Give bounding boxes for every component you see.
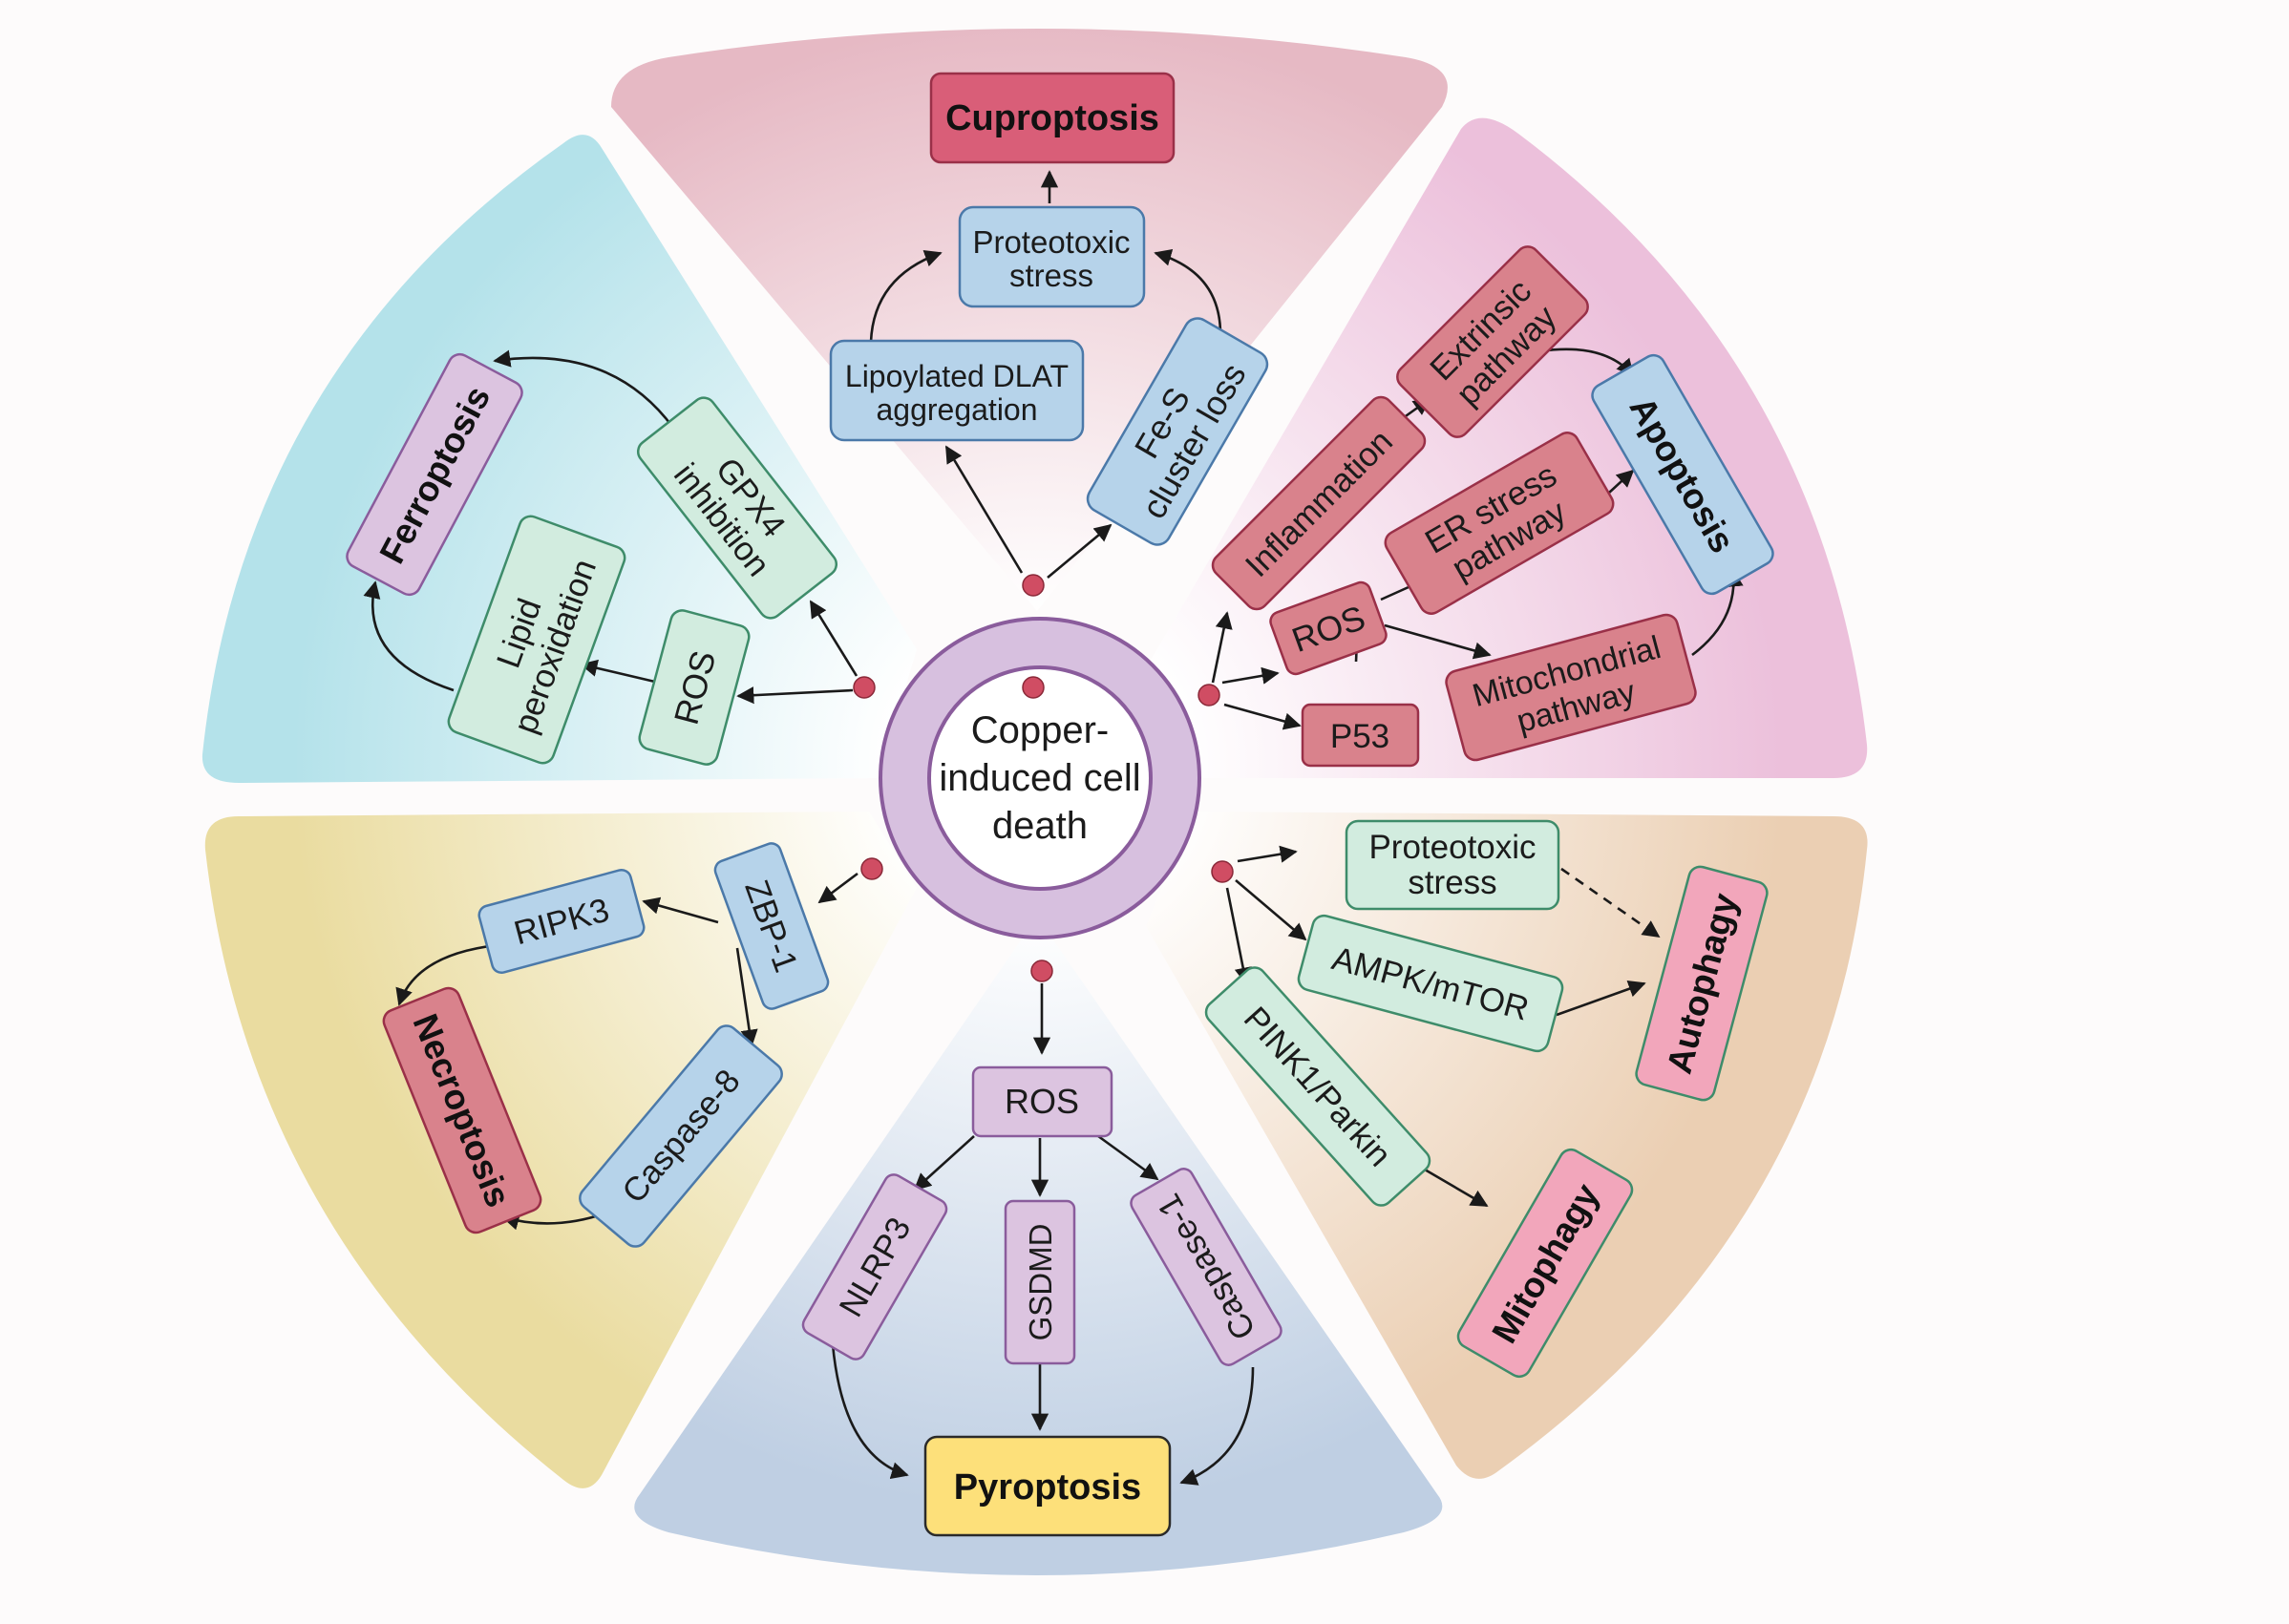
nodes: Cuproptosis Proteotoxic stress Lipoylate… [346,72,1774,1537]
cuproptosis-dlat-line-1: Lipoylated DLAT [845,359,1069,393]
ferroptosis-lipid-box: Lipid peroxidation [447,515,626,765]
center-node: Copper- induced cell death [879,617,1201,939]
apoptosis-ros-box: ROS [1269,580,1388,676]
apoptosis-mito-box: Mitochondrial pathway [1445,613,1697,762]
sector-ferroptosis [201,135,917,784]
cuproptosis-outcome-label: Cuproptosis [945,98,1159,138]
center-label-3: death [992,805,1088,847]
ferroptosis-ros-box: ROS [638,609,751,766]
dot-cuproptosis [1022,574,1045,597]
pyroptosis-gsdmd-label: GSDMD [1023,1224,1058,1341]
pyroptosis-outcome-label: Pyroptosis [954,1467,1141,1508]
center-label-2: induced cell [939,757,1140,799]
autophagy-proteotoxic-line-2: stress [1408,864,1496,901]
cuproptosis-proteotoxic-line-2: stress [1009,258,1093,293]
autophagy-ampk-box: AMPK/mTOR [1297,914,1564,1053]
cuproptosis-outcome-box: Cuproptosis [929,72,1176,164]
cuproptosis-proteotoxic-line-1: Proteotoxic [972,224,1130,260]
branch-dots [853,574,1234,982]
dot-autophagy [1211,860,1234,883]
cuproptosis-proteotoxic-box: Proteotoxic stress [958,205,1146,308]
autophagy-proteotoxic-line-1: Proteotoxic [1368,829,1536,866]
necroptosis-ripk3-box: RIPK3 [477,869,646,974]
apoptosis-p53-box: P53 [1301,703,1420,768]
dot-ferroptosis [853,676,876,699]
dot-center-top [1022,676,1045,699]
necroptosis-casp8-box: Caspase-8 [579,1024,783,1248]
apoptosis-p53-label: P53 [1330,718,1389,755]
pyroptosis-outcome-box: Pyroptosis [923,1435,1172,1537]
pyroptosis-ros-box: ROS [971,1065,1113,1138]
apoptosis-extrinsic-box: Extrinsic pathway [1396,245,1589,438]
cuproptosis-dlat-line-2: aggregation [876,392,1037,427]
dot-necroptosis [860,857,883,880]
center-label-1: Copper- [971,709,1110,751]
necroptosis-zbp1-box: ZBP-1 [713,842,830,1010]
pyroptosis-gsdmd-box: GSDMD [1004,1199,1076,1365]
autophagy-proteotoxic-box: Proteotoxic stress [1345,819,1560,911]
cuproptosis-dlat-box: Lipoylated DLAT aggregation [829,339,1085,442]
dot-apoptosis [1197,684,1220,707]
dot-pyroptosis [1030,960,1053,982]
sector-cuproptosis [611,29,1448,611]
apoptosis-er-box: ER stress pathway [1384,432,1615,615]
sector-necroptosis [204,812,917,1488]
pyroptosis-ros-label: ROS [1005,1082,1079,1121]
